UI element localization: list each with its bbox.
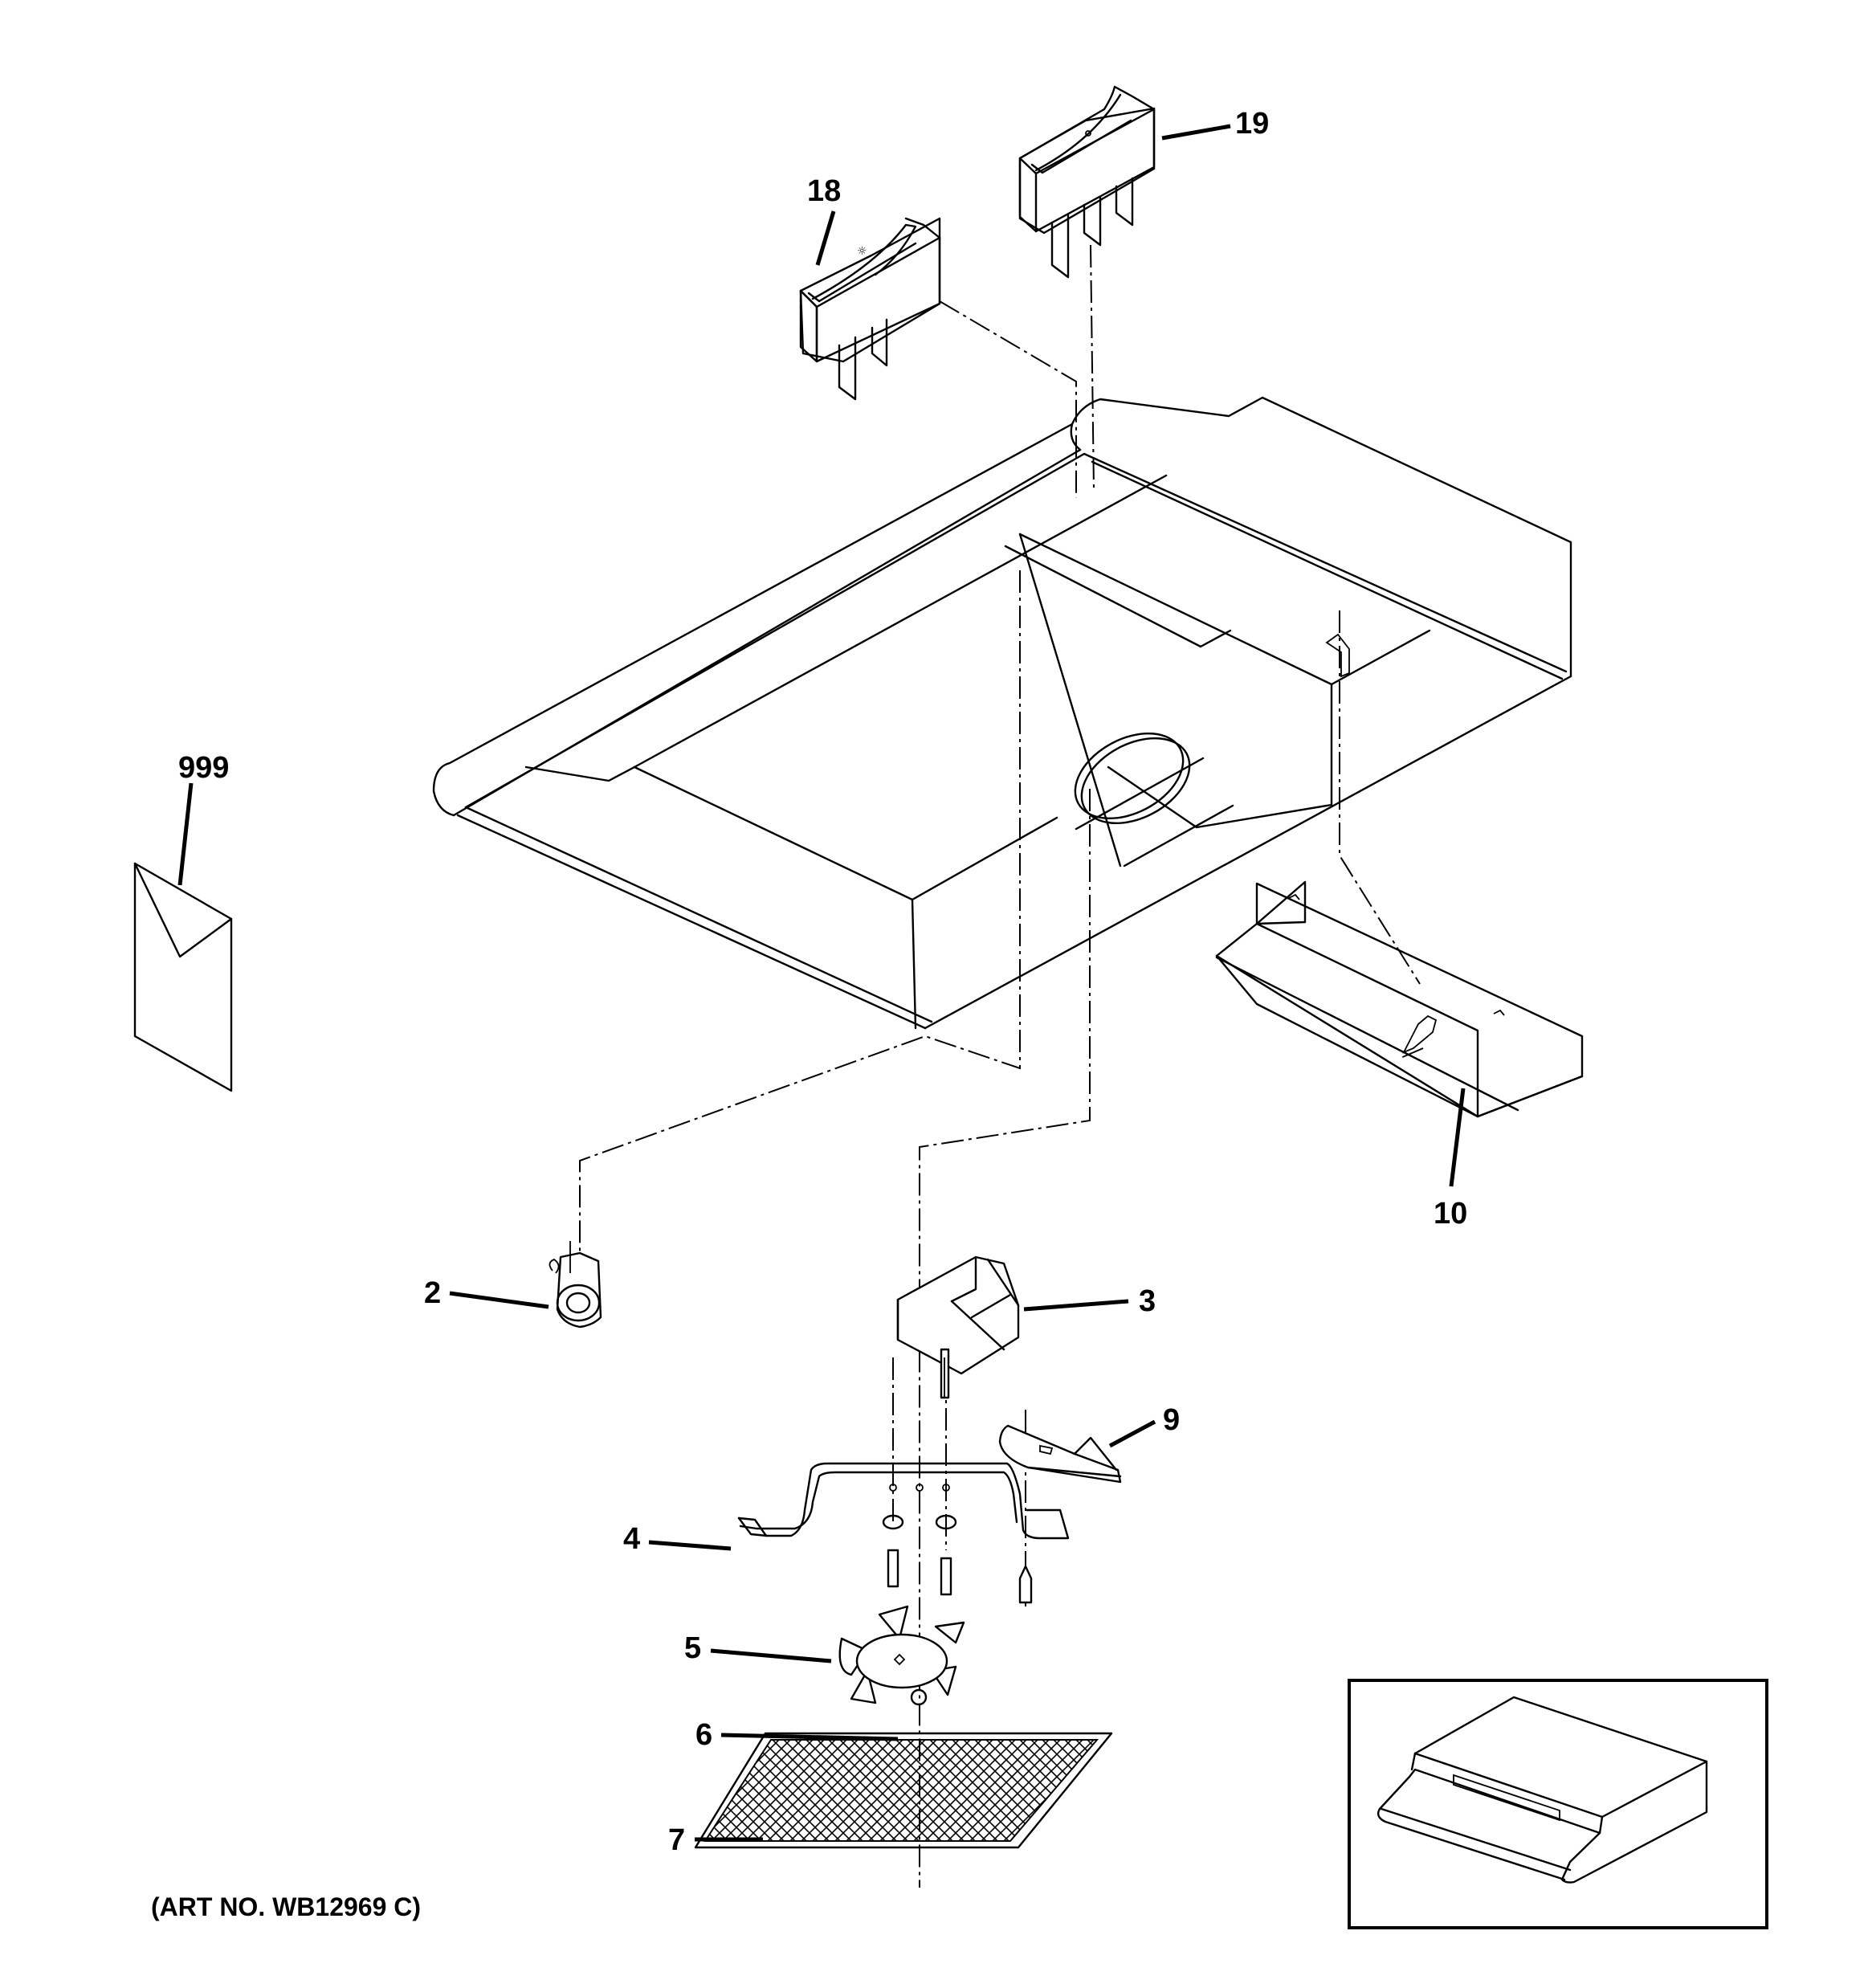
assembly-lines	[579, 244, 1424, 1888]
vent-slots	[1453, 1774, 1560, 1822]
part-9-filter-clip[interactable]	[998, 1424, 1122, 1484]
hood-body	[432, 396, 1572, 1030]
inset-assembled-view	[1348, 1679, 1768, 1929]
callout-4[interactable]: 4	[623, 1522, 640, 1556]
callout-9[interactable]: 9	[1163, 1403, 1180, 1437]
callout-19[interactable]: 19	[1235, 107, 1269, 141]
callout-10[interactable]: 10	[1434, 1197, 1467, 1231]
part-7-grease-filter[interactable]	[694, 1732, 1113, 1849]
art-number: (ART NO. WB12969 C)	[151, 1892, 421, 1921]
part-6-push-nut[interactable]	[910, 1688, 928, 1706]
part-999-literature-envelope[interactable]	[133, 862, 233, 1092]
callout-999[interactable]: 999	[178, 751, 229, 785]
part-3-motor[interactable]	[896, 1255, 1020, 1399]
part-5-fan-blade[interactable]	[838, 1605, 965, 1704]
fan-icon	[1085, 130, 1091, 137]
callout-5[interactable]: 5	[684, 1631, 701, 1665]
part-4-motor-bracket[interactable]	[737, 1462, 1070, 1604]
part-18-light-switch[interactable]: ☼	[799, 217, 941, 401]
callout-3[interactable]: 3	[1139, 1284, 1156, 1318]
callout-18[interactable]: 18	[807, 174, 841, 208]
part-19-fan-switch[interactable]	[1018, 85, 1156, 279]
callouts: 18 19 999 10 2 3 9 4 5 6 7 (ART NO. WB12…	[151, 107, 1467, 1921]
part-2-lamp-socket[interactable]	[549, 1241, 602, 1329]
light-bulb-icon: ☼	[857, 245, 867, 258]
callout-6[interactable]: 6	[695, 1718, 712, 1752]
part-10-light-cover[interactable]	[1215, 880, 1584, 1118]
callout-2[interactable]: 2	[424, 1276, 441, 1310]
callout-7[interactable]: 7	[668, 1823, 685, 1857]
